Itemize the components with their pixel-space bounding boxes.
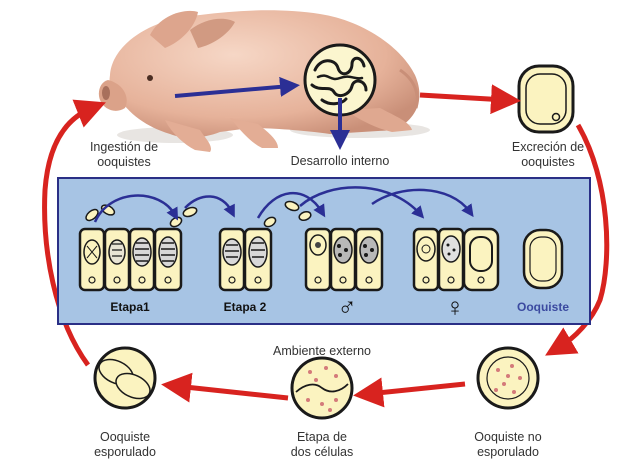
development-label: Desarrollo interno	[270, 154, 410, 169]
external-environment-label: Ambiente externo	[262, 344, 382, 359]
sporulated-label-line2: esporulado	[65, 445, 185, 460]
sporulated-label-line1: Ooquiste	[65, 430, 185, 445]
stage1-label: Etapa1	[100, 300, 160, 314]
oocyst-label: Ooquiste	[508, 300, 578, 314]
sporulated-label: Ooquiste esporulado	[65, 430, 185, 460]
ingestion-label: Ingestión de ooquistes	[64, 140, 184, 170]
female-stage-cells	[414, 229, 498, 290]
panel-oocyst-icon	[524, 230, 562, 288]
cycle-arrow-to-sporulated	[176, 386, 288, 398]
cycle-arrow-to-excretion	[420, 95, 506, 100]
excreted-oocyst-icon	[519, 66, 573, 132]
sporulated-oocyst-icon	[95, 348, 155, 408]
excretion-label-line1: Excreción de	[488, 140, 608, 155]
female-symbol: ♀	[440, 294, 470, 320]
two-cell-label-line2: dos células	[262, 445, 382, 460]
excretion-label-line2: ooquistes	[488, 155, 608, 170]
unsporulated-label: Ooquiste no esporulado	[448, 430, 568, 460]
male-symbol: ♂	[332, 294, 362, 320]
male-stage-cells	[306, 229, 382, 290]
stage2-label: Etapa 2	[215, 300, 275, 314]
excretion-label: Excreción de ooquistes	[488, 140, 608, 170]
ingestion-label-line1: Ingestión de	[64, 140, 184, 155]
two-cell-label-line1: Etapa de	[262, 430, 382, 445]
unsporulated-label-line2: esporulado	[448, 445, 568, 460]
two-cell-label: Etapa de dos células	[262, 430, 382, 460]
two-cell-stage-icon	[292, 358, 352, 418]
unsporulated-oocyst-icon	[478, 348, 538, 408]
pig-illustration	[99, 10, 430, 152]
unsporulated-label-line1: Ooquiste no	[448, 430, 568, 445]
cycle-arrow-to-two-cells	[368, 384, 465, 394]
ingestion-label-line2: ooquistes	[64, 155, 184, 170]
